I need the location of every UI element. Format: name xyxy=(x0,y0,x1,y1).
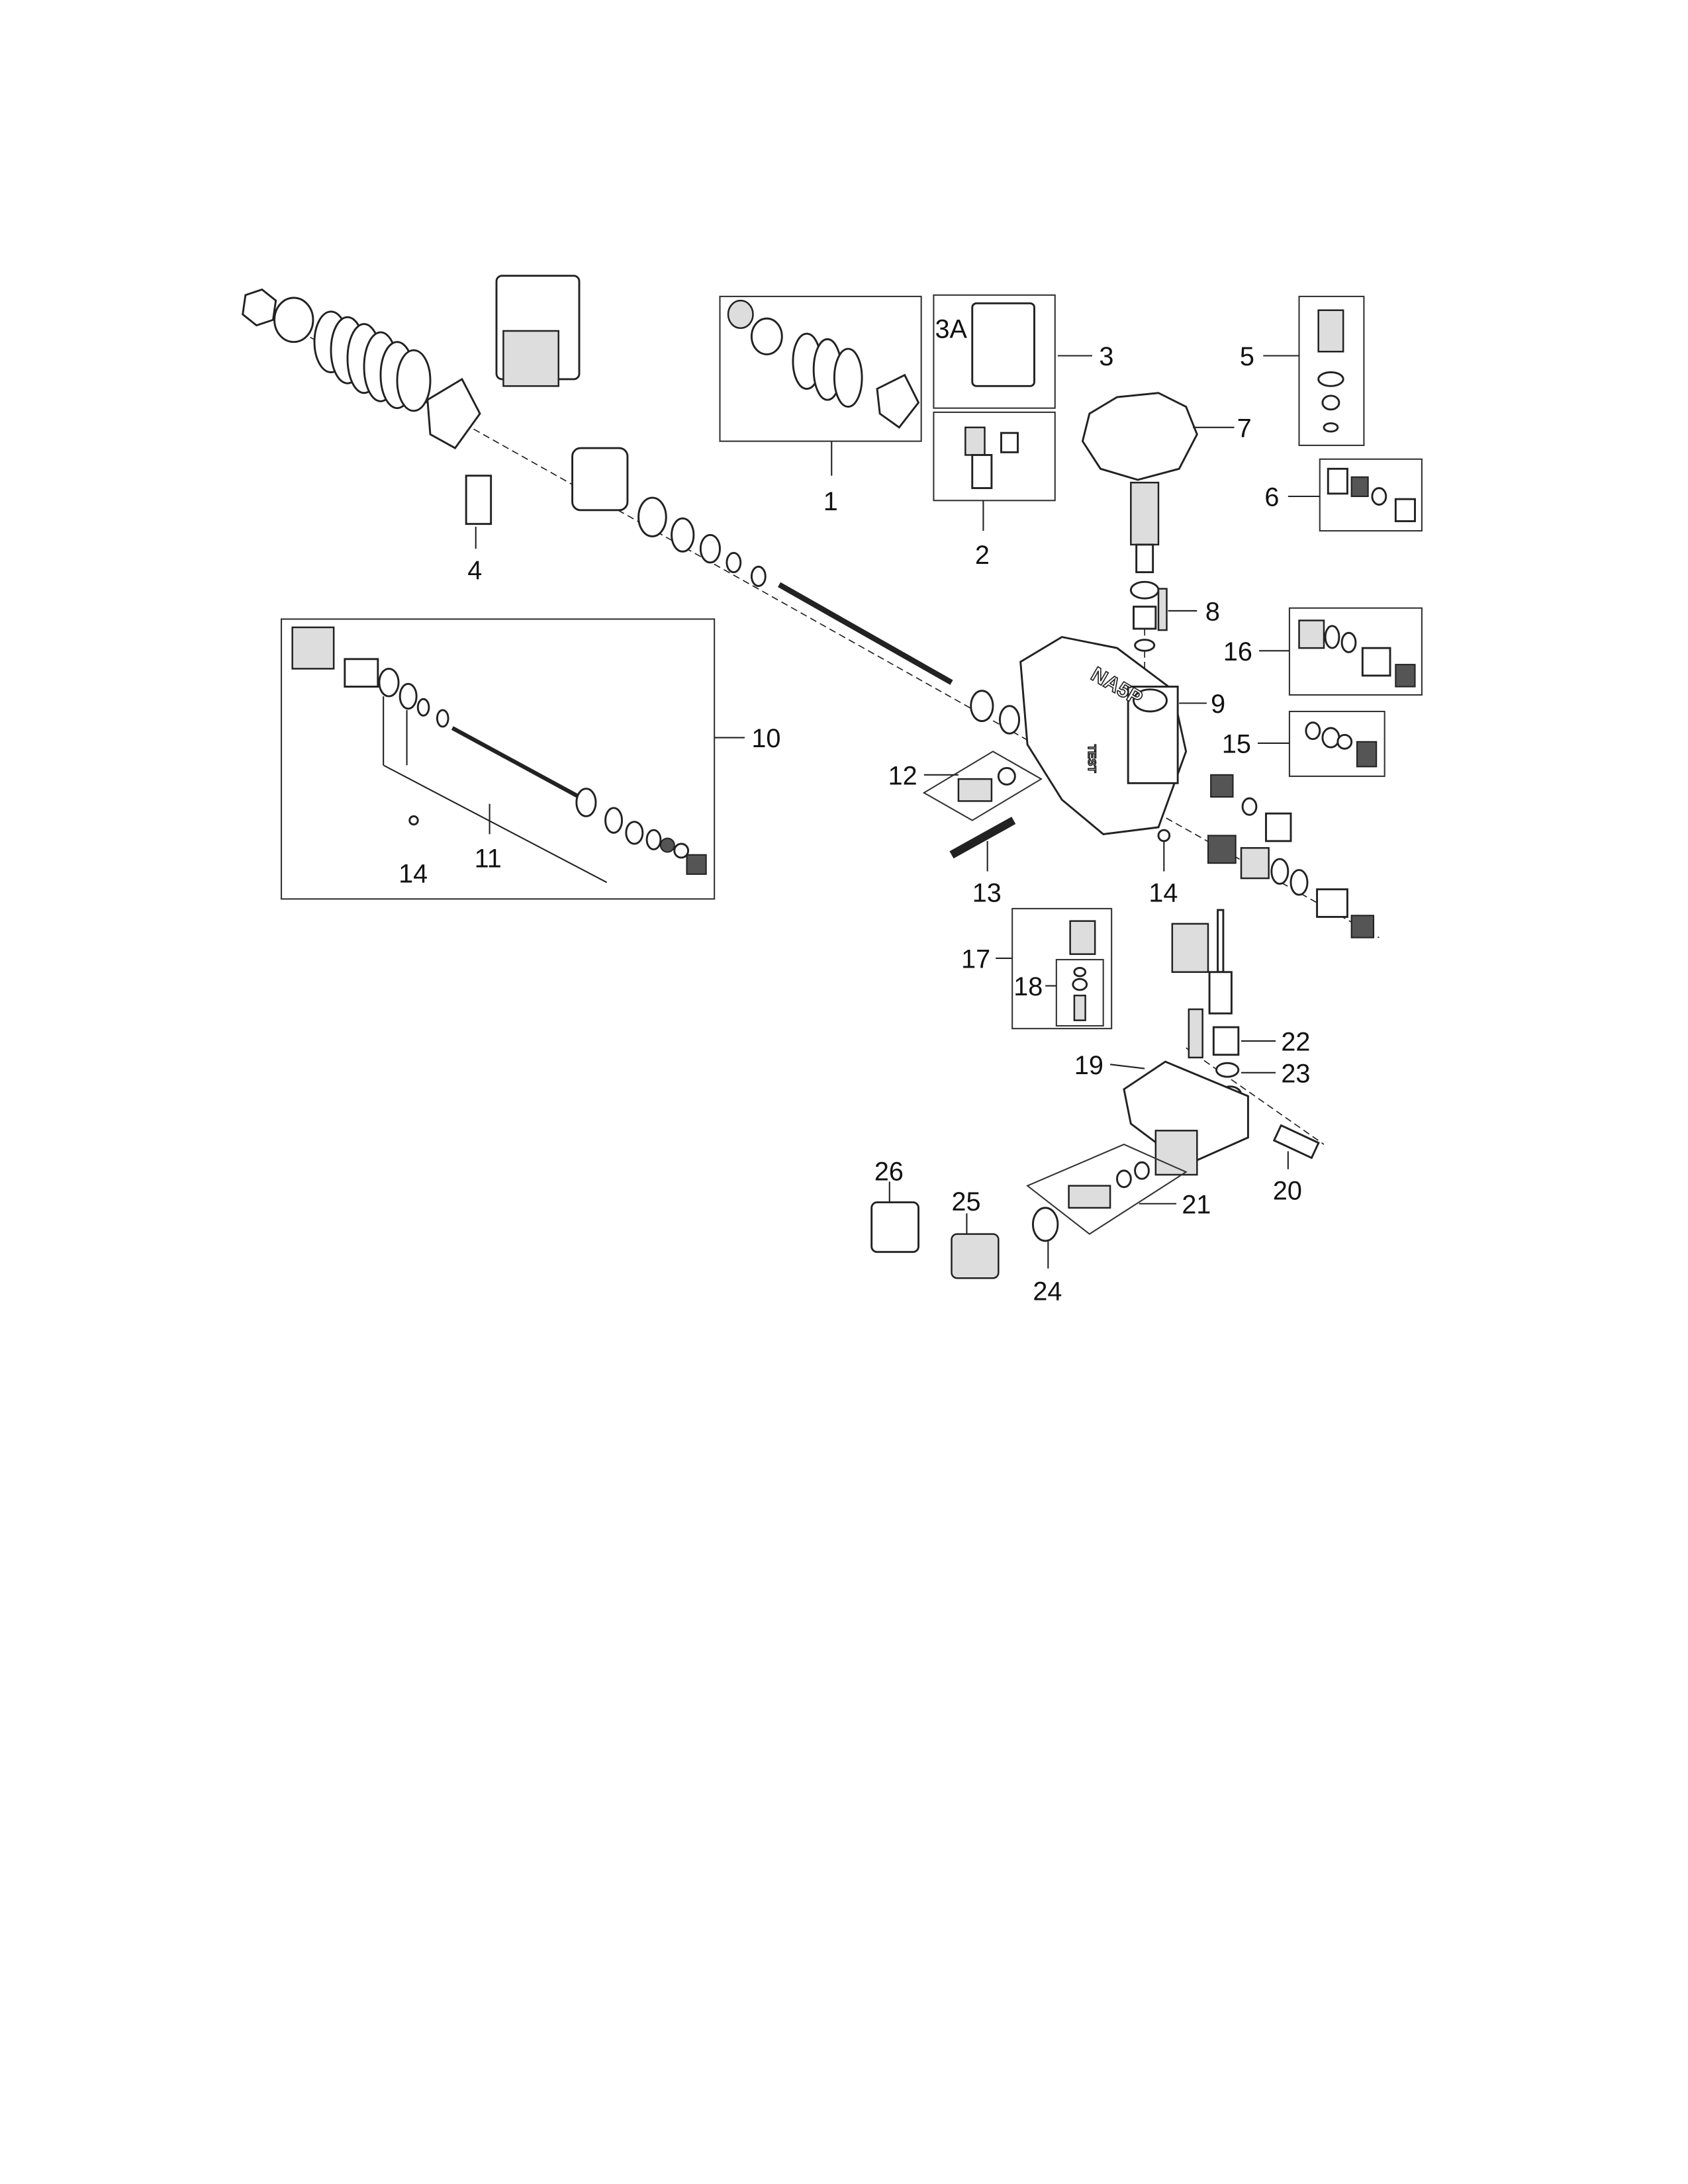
body-test-text: TEST xyxy=(1086,745,1098,773)
callout-24: 24 xyxy=(1033,1277,1062,1306)
knob-icon xyxy=(1081,392,1198,652)
callout-box-10 xyxy=(280,618,716,900)
callout-11: 11 xyxy=(475,844,502,873)
callout-box-1 xyxy=(719,295,922,442)
spring-assembly-main xyxy=(242,275,1021,735)
callout-17: 17 xyxy=(961,945,990,974)
callout-4: 4 xyxy=(467,556,482,585)
callout-13: 13 xyxy=(972,879,1002,908)
callout-9: 9 xyxy=(1211,690,1225,719)
callout-14-right: 14 xyxy=(1149,879,1178,908)
callout-12: 12 xyxy=(888,761,917,790)
callout-1: 1 xyxy=(823,487,838,516)
spring-kit-1 xyxy=(727,299,920,429)
callout-21: 21 xyxy=(1182,1190,1211,1219)
callout-box-5 xyxy=(1298,295,1365,446)
callout-5: 5 xyxy=(1240,342,1254,371)
callout-23: 23 xyxy=(1281,1059,1310,1088)
callout-26: 26 xyxy=(874,1157,904,1186)
callout-labels: 1 2 3A 3 4 5 6 7 8 9 10 11 12 13 14 14 1… xyxy=(399,314,1310,1306)
callout-3a: 3A xyxy=(935,314,968,343)
valve-body: NA5P TEST xyxy=(1019,635,1188,835)
callout-box-6 xyxy=(1319,458,1423,532)
callout-box-2 xyxy=(933,411,1056,502)
callout-2: 2 xyxy=(975,541,990,570)
callout-25: 25 xyxy=(952,1187,981,1216)
callout-18: 18 xyxy=(1013,972,1043,1001)
callout-22: 22 xyxy=(1281,1028,1310,1057)
callout-6: 6 xyxy=(1264,483,1279,512)
callout-8: 8 xyxy=(1205,597,1220,626)
assembly-axes xyxy=(261,310,1380,1145)
callout-box-18 xyxy=(1055,958,1104,1027)
callout-15: 15 xyxy=(1222,730,1251,759)
callout-box-17 xyxy=(1011,907,1113,1030)
callout-7: 7 xyxy=(1237,414,1252,443)
callout-14-left: 14 xyxy=(399,859,428,888)
spring-icon xyxy=(313,310,432,412)
callout-16: 16 xyxy=(1223,637,1252,666)
callout-3: 3 xyxy=(1099,342,1113,371)
callout-box-3 xyxy=(933,294,1056,409)
callout-10: 10 xyxy=(751,724,780,753)
callout-19: 19 xyxy=(1074,1051,1103,1080)
callout-20: 20 xyxy=(1273,1176,1302,1205)
